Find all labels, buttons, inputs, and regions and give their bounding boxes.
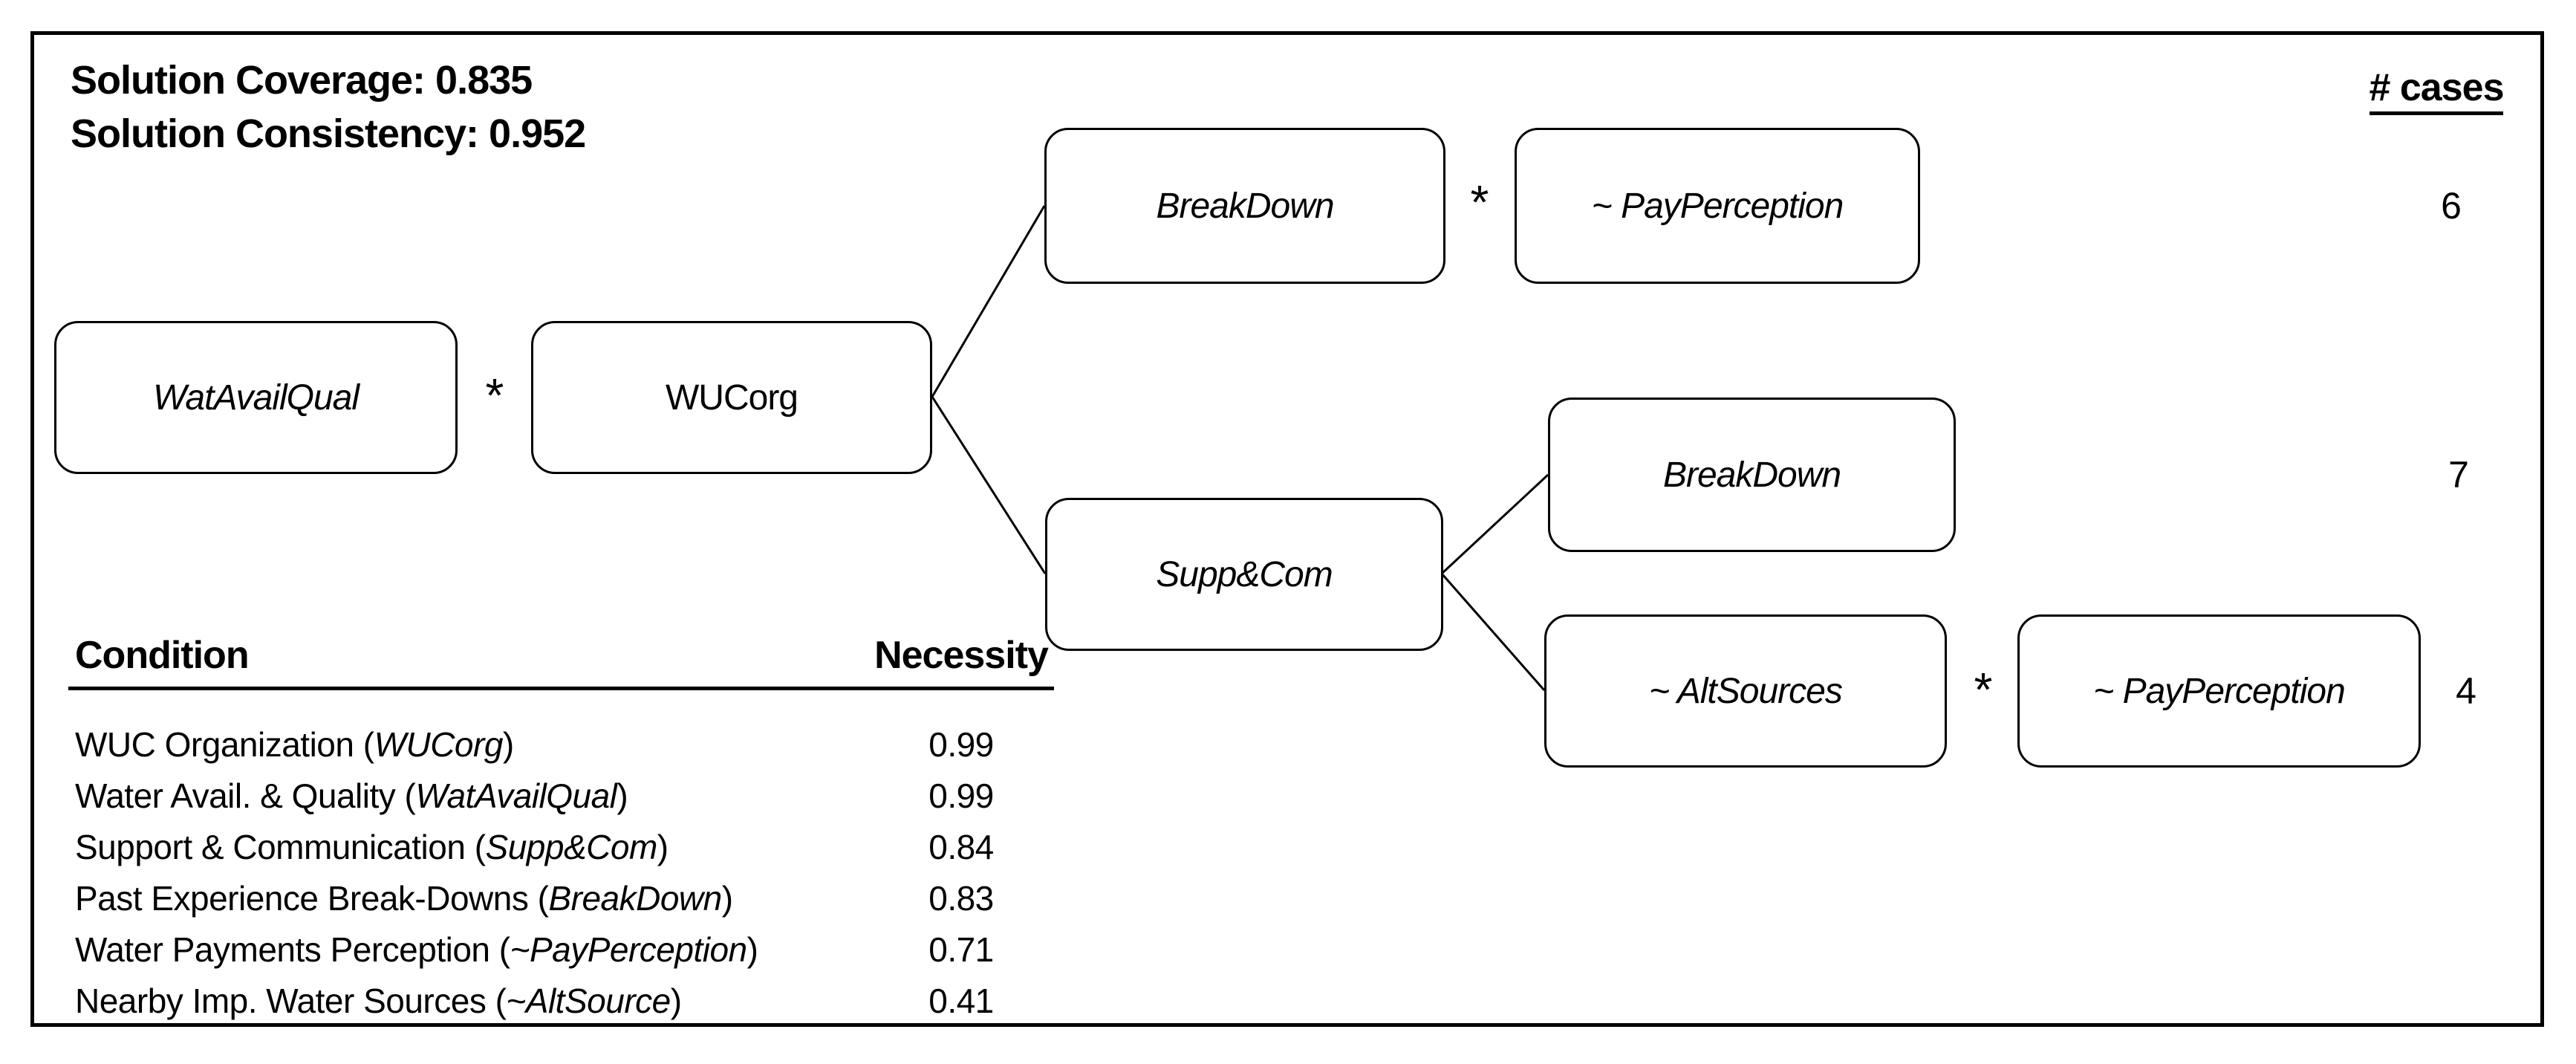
condition-label: WUC Organization (WUCorg) [75,724,514,764]
condition-label: Support & Communication (Supp&Com) [75,827,669,866]
condition-code: ~PayPerception [510,930,748,969]
necessity-value: 0.99 [928,776,994,815]
condition-code: BreakDown [548,878,722,918]
condition-code: ~AltSource [506,981,671,1020]
necessity-table-rows: WUC Organization (WUCorg) 0.99 Water Ava… [68,718,1054,1026]
necessity-value: 0.84 [928,827,994,866]
necessity-value: 0.41 [928,981,994,1020]
table-header-condition: Condition [75,634,250,677]
node-altsources: ~ AltSources [1544,614,1947,768]
operator-star-2: * [1470,175,1489,229]
solution-consistency: Solution Consistency: 0.952 [71,111,586,156]
solution-stats: Solution Coverage: 0.835 Solution Consis… [71,53,586,160]
connector-line-wucorg-breakdown [931,205,1046,398]
node-payperception-path3: ~ PayPerception [2017,614,2421,768]
condition-code: WUCorg [374,724,504,764]
case-count-path1: 6 [2441,185,2462,227]
node-breakdown-path2: BreakDown [1548,398,1956,552]
table-header-necessity: Necessity [874,634,1049,677]
necessity-value: 0.99 [928,724,994,764]
condition-label: Past Experience Break-Downs (BreakDown) [75,878,733,918]
table-row: WUC Organization (WUCorg) 0.99 [68,718,1054,770]
connector-line-wucorg-suppcom [931,396,1047,574]
table-row: Water Avail. & Quality (WatAvailQual) 0.… [68,770,1054,821]
table-row: Support & Communication (Supp&Com) 0.84 [68,821,1054,872]
connector-line-suppcom-breakdown [1440,473,1549,575]
necessity-table: Condition Necessity WUC Organization (WU… [68,633,1054,1026]
table-row: Past Experience Break-Downs (BreakDown) … [68,872,1054,924]
table-header-rule [68,687,1054,690]
case-count-path2: 7 [2448,454,2469,496]
node-watavailqual: WatAvailQual [54,321,458,474]
case-count-path3: 4 [2456,670,2476,712]
necessity-value: 0.71 [928,930,994,969]
necessity-value: 0.83 [928,878,994,918]
condition-code: Supp&Com [485,827,658,866]
table-row: Water Payments Perception (~PayPerceptio… [68,924,1054,975]
condition-code: WatAvailQual [415,776,617,815]
condition-label: Water Avail. & Quality (WatAvailQual) [75,776,628,815]
operator-star-3: * [1974,663,1993,716]
necessity-table-header: Condition Necessity [68,633,1054,678]
node-breakdown-path1: BreakDown [1044,128,1445,284]
condition-label: Nearby Imp. Water Sources (~AltSource) [75,981,682,1020]
condition-label: Water Payments Perception (~PayPerceptio… [75,930,758,969]
node-payperception-path1: ~ PayPerception [1515,128,1920,284]
connector-line-suppcom-altsources [1440,573,1546,691]
table-row: Nearby Imp. Water Sources (~AltSource) 0… [68,975,1054,1026]
operator-star-1: * [485,369,504,422]
solution-coverage: Solution Coverage: 0.835 [71,58,533,103]
node-suppcom: Supp&Com [1045,498,1443,651]
node-wucorg: WUCorg [531,321,932,474]
cases-column-header: # cases [2340,65,2533,115]
